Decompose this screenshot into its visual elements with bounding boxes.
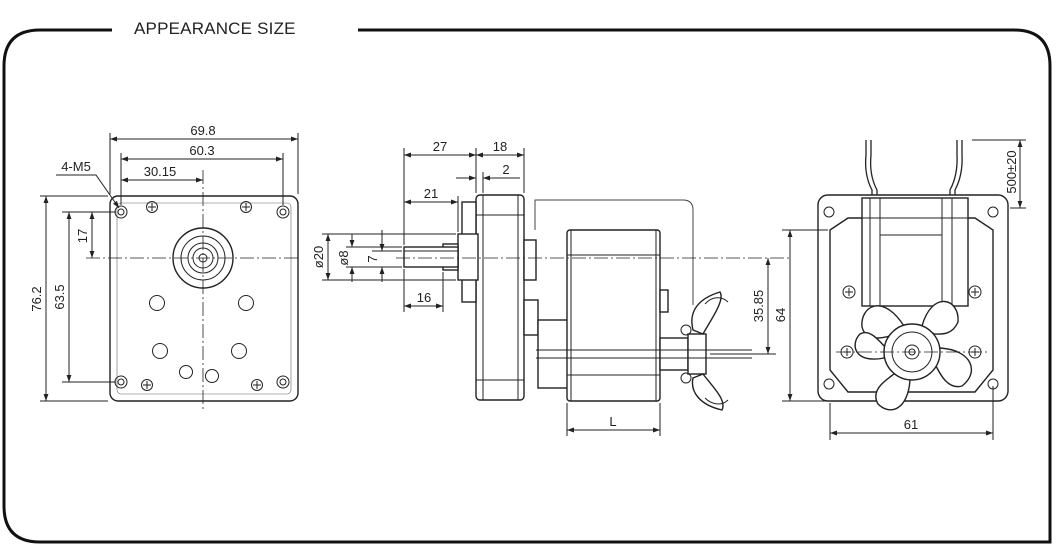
dim-35-85: 35.85 — [751, 290, 766, 323]
rear-view: 500±20 64 61 — [773, 139, 1026, 440]
dim-L: L — [609, 414, 616, 429]
dim-height-outer: 76.2 — [29, 286, 44, 311]
section-title: APPEARANCE SIZE — [124, 19, 306, 39]
screws — [141, 201, 263, 391]
dim-21: 21 — [424, 186, 438, 201]
dim-2: 2 — [502, 162, 509, 177]
hole-callout: 4-M5 — [61, 159, 91, 174]
dim-height-holes: 63.5 — [52, 284, 67, 309]
body-holes — [149, 295, 254, 383]
dim-16: 16 — [417, 290, 431, 305]
dim-27: 27 — [433, 139, 447, 154]
lead-wires — [864, 140, 963, 205]
dim-lead-length: 500±20 — [1004, 150, 1019, 193]
side-view: 27 18 2 21 ø20 ø8 7 16 — [311, 139, 790, 436]
mounting-holes — [114, 205, 290, 389]
dim-dia20: ø20 — [311, 246, 326, 268]
fan — [854, 300, 973, 411]
dim-shaft-offset-x: 30.15 — [144, 164, 177, 179]
dim-shaft-offset-y: 17 — [75, 229, 90, 243]
dim-rear-width: 61 — [904, 417, 918, 432]
dim-width-holes: 60.3 — [189, 143, 214, 158]
dim-dia8: ø8 — [336, 250, 351, 265]
dim-7: 7 — [365, 255, 380, 262]
front-view: 69.8 60.3 30.15 4-M5 17 76.2 63.5 — [29, 123, 300, 412]
dim-width-outer: 69.8 — [190, 123, 215, 138]
dim-rear-height: 64 — [773, 308, 788, 322]
fan-blades-side — [680, 291, 729, 411]
dim-18: 18 — [493, 139, 507, 154]
output-shaft — [403, 246, 459, 268]
border-frame — [2, 28, 1052, 544]
front-plate — [109, 195, 299, 402]
